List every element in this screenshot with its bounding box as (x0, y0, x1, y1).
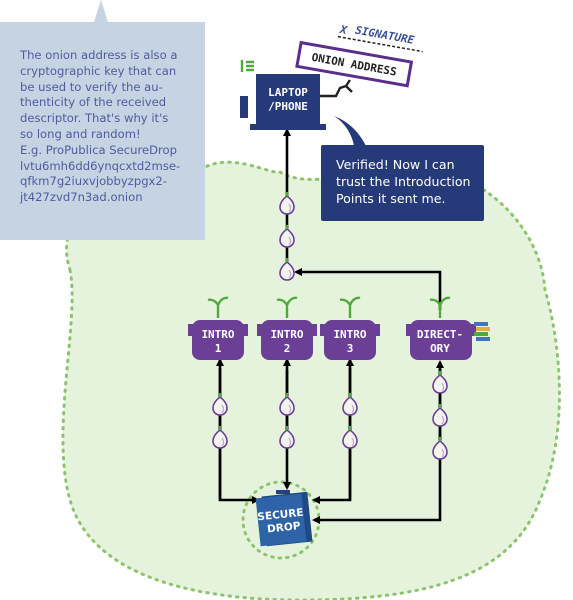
info-line: E.g. ProPublica SecureDrop (20, 142, 177, 157)
node-body (192, 320, 244, 360)
info-line: The onion address is also a (20, 48, 178, 62)
sprout-icon (339, 296, 361, 318)
node-intro-2[interactable]: INTRO 2 (257, 296, 317, 360)
node-label-line1: INTRO (270, 328, 303, 341)
laptop-base (250, 124, 326, 130)
service-label-line1: SECURE (257, 507, 304, 524)
speech-line: Verified! Now I can (336, 157, 455, 172)
node-intro-3[interactable]: INTRO 3 (320, 296, 380, 360)
info-line: qfkm7g2iuxvjobbyzpgx2- (20, 174, 167, 189)
node-body (261, 320, 313, 360)
info-line: descriptor. That's why it's (20, 111, 169, 126)
sprout-icon (429, 296, 451, 318)
node-body (410, 320, 472, 360)
info-callout-text: The onion address is also a cryptographi… (20, 48, 192, 206)
info-callout (0, 22, 205, 240)
service-body (255, 493, 307, 547)
speech-bubble-tail (334, 116, 366, 146)
signature-mark: X (338, 23, 349, 37)
node-label-line2: 3 (347, 342, 354, 355)
directory-cards-icon (474, 322, 490, 341)
speech-bubble (321, 145, 484, 221)
info-pointer (94, 0, 108, 22)
onion-address-frame (295, 40, 414, 88)
securedrop-service[interactable]: SECURE DROP (255, 490, 313, 547)
info-line: be used to verify the au- (20, 79, 163, 94)
info-line: so long and random! (20, 126, 141, 141)
relay-chain-client (279, 191, 295, 281)
signature-label: SIGNATURE (354, 24, 415, 47)
wifi-icon (240, 60, 254, 72)
plug-icon (320, 79, 353, 98)
signature-line: X SIGNATURE (337, 23, 423, 53)
arrow-directory-to-client (294, 268, 442, 310)
node-label-line2: 1 (215, 342, 222, 355)
node-label-line1: INTRO (201, 328, 234, 341)
laptop-label-line2: /PHONE (268, 100, 308, 113)
speech-bubble-text: Verified! Now I can trust the Introducti… (336, 156, 471, 207)
info-line: cryptographic key that can (20, 63, 177, 78)
node-label-line2: 2 (284, 342, 291, 355)
laptop-screen (256, 74, 320, 126)
sprout-icon (276, 296, 298, 318)
sprout-icon (207, 296, 229, 318)
info-line: jt427zvd7n3ad.onion (20, 190, 143, 205)
phone-icon (240, 96, 248, 118)
node-label-line2: ORY (430, 342, 450, 355)
info-line: lvtu6mh6dd6ynqcxtd2mse- (20, 158, 181, 173)
service-label-line2: DROP (267, 520, 302, 535)
node-label-line1: DIRECT- (417, 328, 463, 341)
speech-line: Points it sent me. (336, 191, 446, 206)
relay-chain-directory (432, 370, 448, 460)
node-label-line1: INTRO (333, 328, 366, 341)
node-body (324, 320, 376, 360)
node-directory[interactable]: DIRECT- ORY (406, 296, 490, 360)
info-line: thenticity of the received (20, 95, 167, 110)
laptop-label-line1: LAPTOP (268, 86, 308, 99)
node-intro-1[interactable]: INTRO 1 (188, 296, 248, 360)
speech-line: trust the Introduction (336, 174, 471, 189)
client-laptop[interactable]: LAPTOP /PHONE (240, 60, 353, 130)
